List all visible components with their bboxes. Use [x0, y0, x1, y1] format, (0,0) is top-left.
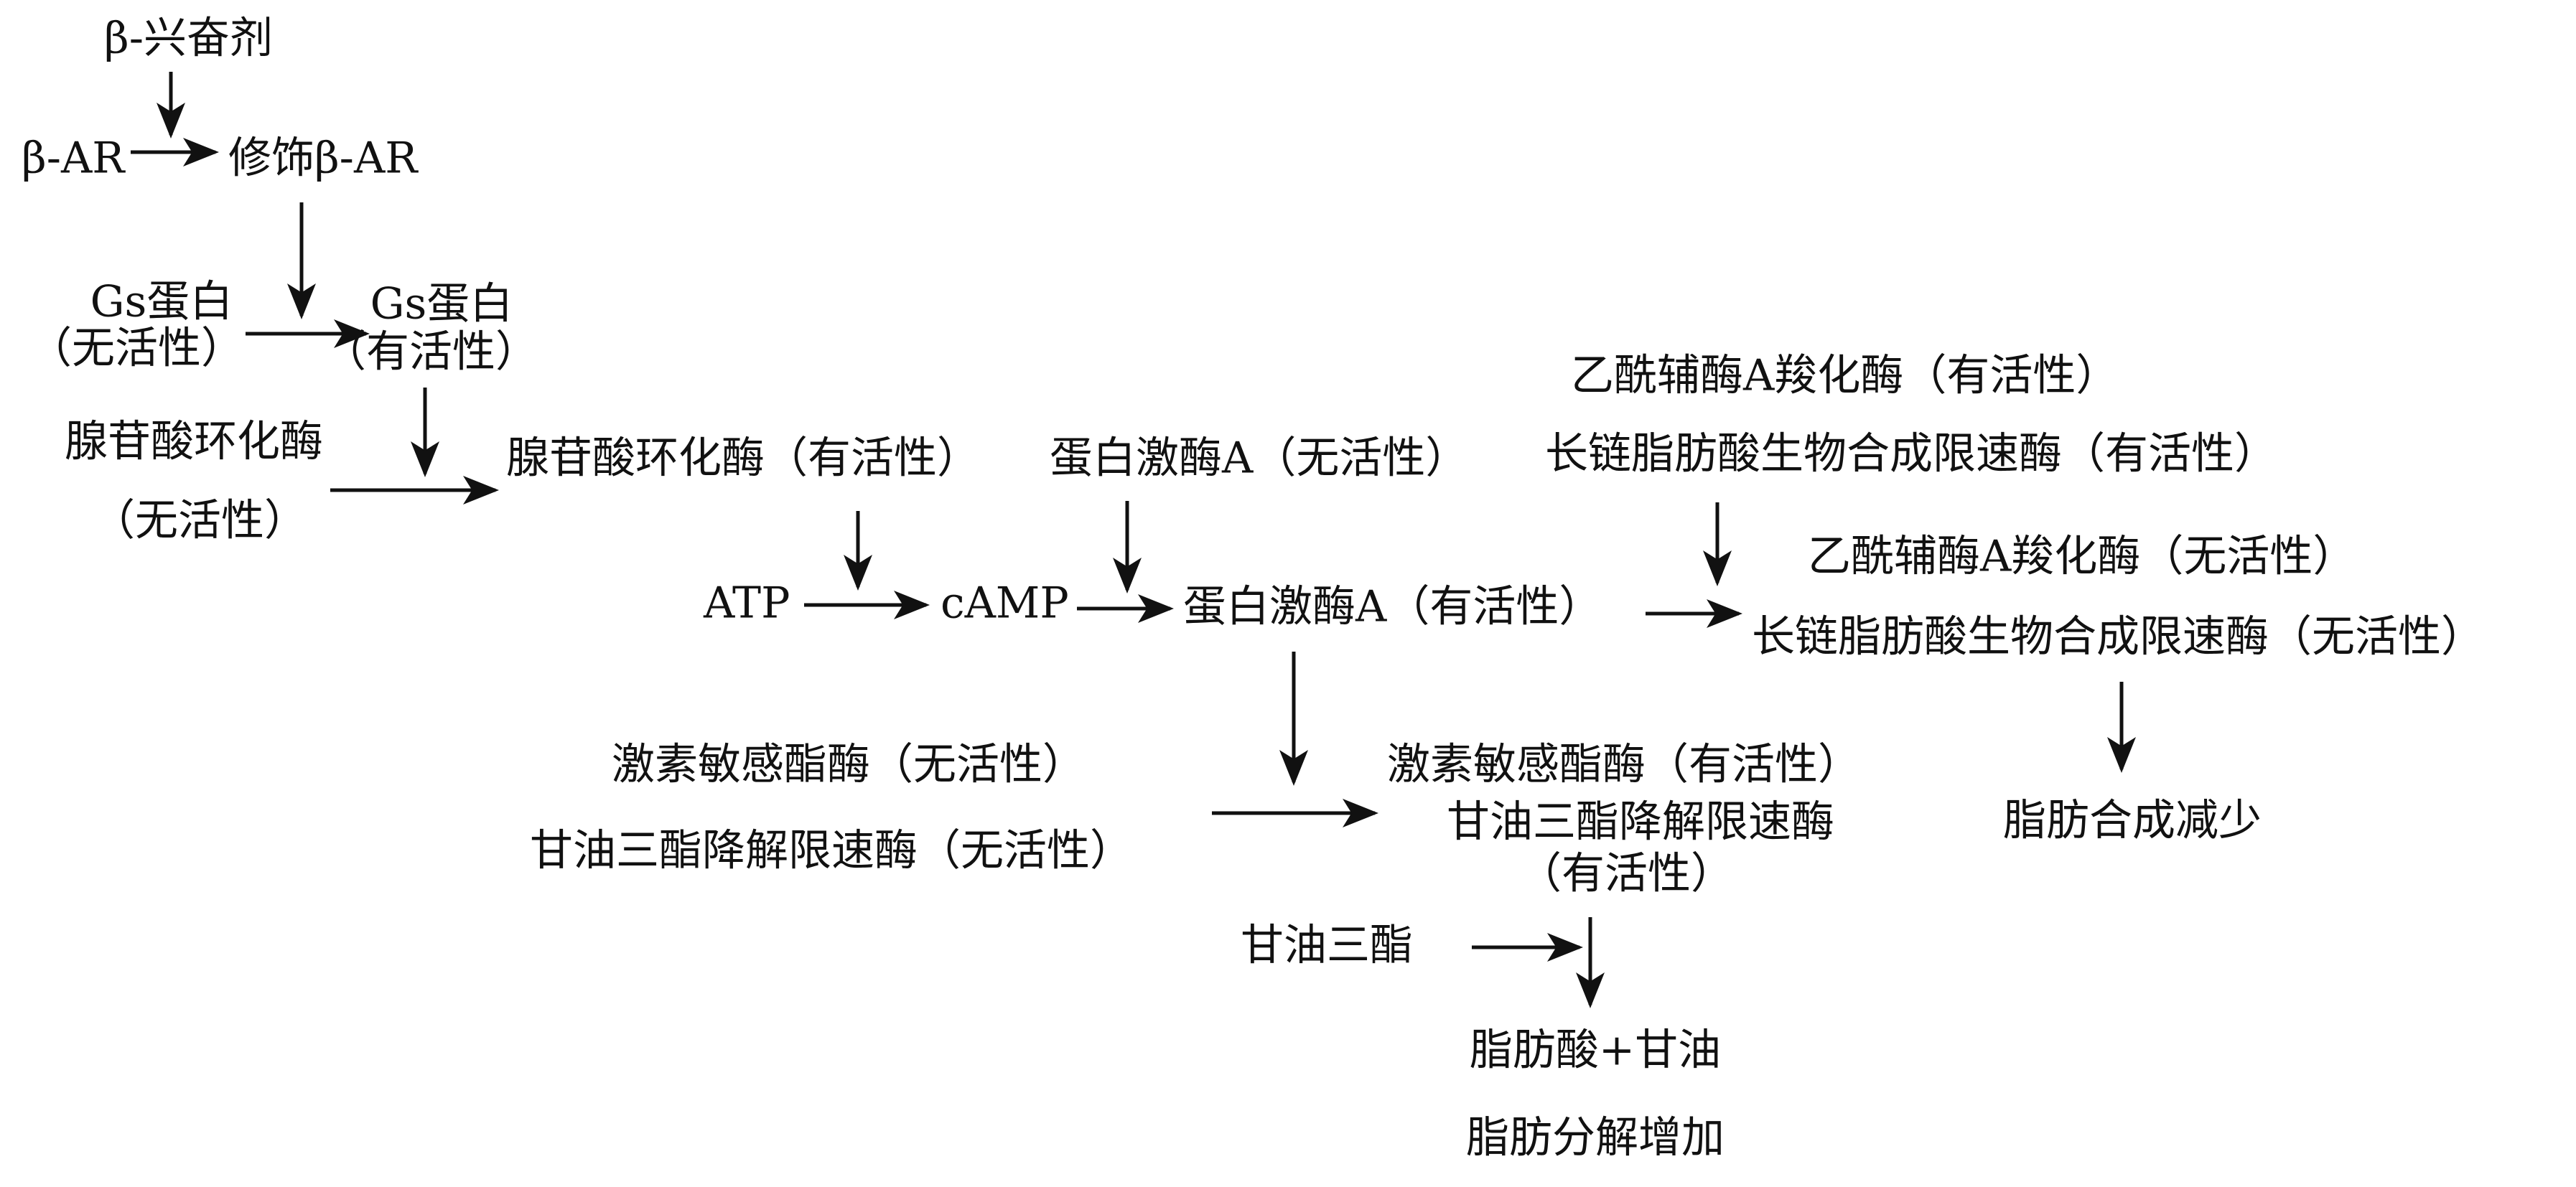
node-beta-ar: β-AR	[22, 133, 126, 184]
node-ac-active: 腺苷酸环化酶（有活性）	[506, 433, 980, 484]
node-modified-beta-ar: 修饰β-AR	[228, 133, 419, 184]
node-acc-inactive: 乙酰辅酶A羧化酶（无活性）	[1808, 532, 2356, 582]
node-ac-inactive-line2: （无活性）	[92, 496, 307, 546]
node-tg-lipase-inactive: 甘油三酯降解限速酶（无活性）	[530, 826, 1133, 876]
node-beta-agonist: β-兴奋剂	[104, 14, 273, 64]
node-pka-active: 蛋白激酶A（有活性）	[1183, 582, 1602, 632]
node-gs-inactive-line2: （无活性）	[29, 324, 244, 374]
node-hsl-active: 激素敏感酯酶（有活性）	[1387, 740, 1861, 790]
node-hsl-inactive: 激素敏感酯酶（无活性）	[612, 740, 1086, 790]
node-tg-lipase-active-line2: （有活性）	[1518, 849, 1734, 899]
node-camp: cAMP	[941, 578, 1069, 629]
node-gs-inactive-line1: Gs蛋白	[90, 277, 233, 327]
node-ac-inactive-line1: 腺苷酸环化酶	[65, 417, 323, 467]
node-tg-lipase-active-line1: 甘油三酯降解限速酶	[1447, 797, 1834, 848]
node-fa-glycerol: 脂肪酸+甘油	[1470, 1026, 1721, 1076]
node-fat-synthesis-down: 脂肪合成减少	[2003, 796, 2262, 846]
node-atp: ATP	[703, 578, 790, 629]
node-triglyceride: 甘油三酯	[1241, 921, 1413, 971]
node-pka-inactive: 蛋白激酶A（无活性）	[1050, 433, 1468, 484]
node-acc-active: 乙酰辅酶A羧化酶（有活性）	[1571, 351, 2119, 401]
node-lipolysis-up: 脂肪分解增加	[1466, 1113, 1725, 1163]
node-lcfa-active: 长链脂肪酸生物合成限速酶（有活性）	[1545, 429, 2277, 479]
node-gs-active-line1: Gs蛋白	[370, 279, 513, 329]
node-lcfa-inactive: 长链脂肪酸生物合成限速酶（无活性）	[1752, 612, 2484, 662]
